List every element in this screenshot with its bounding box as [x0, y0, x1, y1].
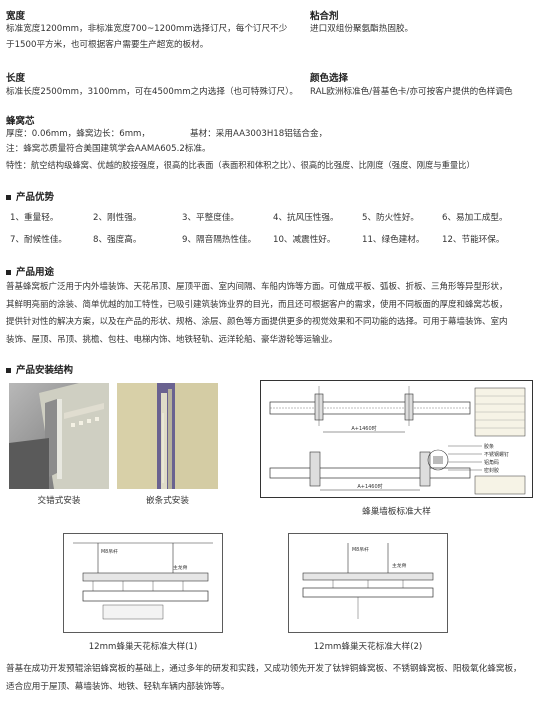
length-text: 标准长度2500mm，3100mm，可在4500mm之内选择（也可特殊订尺）。 [6, 87, 299, 97]
ceiling-diagram-1: M8吊杆 主龙骨 [63, 533, 223, 633]
color-title: 颜色选择 [310, 73, 349, 84]
square-bullet-icon [6, 368, 11, 373]
advantage-item: 1、重量轻。 [10, 213, 59, 223]
usage-paragraph: 普基蜂窝板广泛用于内外墙装饰、天花吊顶、屋顶平面、室内间隔、车船内饰等方面。可做… [6, 279, 534, 349]
advantage-item: 3、平整度佳。 [182, 213, 240, 223]
ceiling2-label-a: M8吊杆 [352, 546, 369, 553]
wall-label-3: 铝角码 [484, 459, 499, 466]
adhesive-text: 进口双组份聚氨酯热固胶。 [310, 24, 414, 34]
wall-caption: 蜂巢墙板标准大样 [362, 507, 431, 517]
advantage-item: 5、防火性好。 [362, 213, 420, 223]
square-bullet-icon [6, 195, 11, 200]
wall-panel-diagram: A+1460时 A+1460时 胶条 不锈钢螺钉 铝角码 密封胶 [260, 380, 533, 498]
square-bullet-icon [6, 270, 11, 275]
advantage-item: 4、抗风压性强。 [273, 213, 339, 223]
advantage-item: 2、刚性强。 [93, 213, 142, 223]
advantage-item: 9、隔音隔热性佳。 [182, 235, 257, 245]
wall-dimension-bottom: A+1460时 [357, 483, 382, 490]
core-quality: 注：蜂窝芯质量符合美国建筑学会AAMA605.2标准。 [6, 144, 211, 154]
core-thickness: 厚度：0.06mm，蜂窝边长：6mm， [6, 129, 151, 139]
width-text-1: 标准宽度1200mm，非标准宽度700~1200mm选择订尺，每个订尺不少 [6, 24, 288, 34]
inlay-caption: 嵌条式安装 [146, 496, 189, 506]
ceiling1-label-a: M8吊杆 [101, 548, 118, 555]
installation-heading: 产品安装结构 [6, 362, 73, 376]
width-title: 宽度 [6, 11, 26, 22]
staggered-install-photo [9, 383, 109, 489]
advantages-heading: 产品优势 [6, 189, 54, 203]
ceiling2-label-b: 主龙骨 [392, 562, 407, 569]
wall-dimension-top: A+1460时 [351, 425, 376, 432]
usage-line: 装饰、屋顶、吊顶、挑檐、包柱、电梯内饰、地铁轻轨、远洋轮船、豪华游轮等运输业。 [6, 334, 338, 345]
advantage-item: 12、节能环保。 [442, 235, 505, 245]
color-text: RAL欧洲标准色/普基色卡/亦可按客户提供的色样调色 [310, 87, 513, 97]
core-feature: 特性：航空结构级蜂窝、优越的胶接强度，很高的比表面（表面积和体积之比）、很高的比… [6, 160, 475, 170]
wall-label-1: 胶条 [484, 443, 494, 450]
length-title: 长度 [6, 73, 26, 84]
width-text-2: 于1500平方米，也可根据客户需要生产超宽的板材。 [6, 40, 209, 50]
ceiling2-caption: 12mm蜂巢天花标准大样(2) [313, 642, 423, 652]
inlay-install-photo [117, 383, 218, 489]
wall-label-2: 不锈钢螺钉 [484, 451, 509, 458]
core-title: 蜂窝芯 [6, 116, 35, 127]
wall-label-4: 密封胶 [484, 467, 499, 474]
usage-line: 普基蜂窝板广泛用于内外墙装饰、天花吊顶、屋顶平面、室内间隔、车船内饰等方面。可做… [6, 282, 508, 292]
advantage-item: 7、耐候性佳。 [10, 235, 68, 245]
advantage-item: 10、减震性好。 [273, 235, 336, 245]
advantage-item: 8、强度高。 [93, 235, 142, 245]
footer-line-2: 适合应用于屋顶、幕墙装饰、地铁、轻轨车辆内部装饰等。 [6, 682, 230, 692]
ceiling-diagram-2: M8吊杆 主龙骨 [288, 533, 448, 633]
advantage-item: 11、绿色建材。 [362, 235, 425, 245]
ceiling1-label-b: 主龙骨 [173, 564, 188, 571]
footer-line-1: 普基在成功开发预辊涂铝蜂窝板的基础上，通过多年的研发和实践，又成功领先开发了钛锌… [6, 664, 522, 674]
advantage-item: 6、易加工成型。 [442, 213, 508, 223]
usage-line: 提供针对性的解决方案，以及在产品的形状、规格、涂层、颜色等方面提供更多的视觉效果… [6, 317, 508, 327]
usage-heading: 产品用途 [6, 264, 54, 278]
staggered-caption: 交错式安装 [37, 496, 81, 506]
core-material: 基材：采用AA3003H18铝锰合金， [190, 129, 328, 139]
adhesive-title: 粘合剂 [310, 11, 339, 22]
ceiling1-caption: 12mm蜂巢天花标准大样(1) [88, 642, 198, 652]
usage-line: 其鲜明亮丽的涂装、简单优越的加工特性，已吸引建筑装饰业界的目光，而且还可根据客户… [6, 299, 508, 310]
